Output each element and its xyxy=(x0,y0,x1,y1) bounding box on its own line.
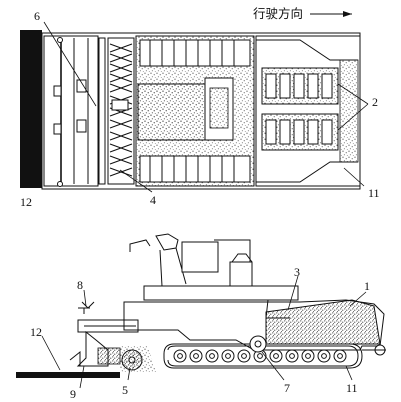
track-left-top xyxy=(139,39,251,67)
leader-9 xyxy=(79,365,85,389)
screed-arm xyxy=(77,319,139,333)
callout-2: 2 xyxy=(372,95,378,109)
screed-bracket-d xyxy=(53,123,62,135)
auger-material xyxy=(120,346,156,372)
callout-12-side: 12 xyxy=(30,325,42,339)
auger-area xyxy=(107,37,135,185)
callout-11-side: 11 xyxy=(346,381,358,395)
track-links-right xyxy=(149,156,235,182)
track-rollers xyxy=(173,349,347,363)
control-box-cap xyxy=(231,253,253,263)
track-right-top xyxy=(139,155,251,183)
screed-bracket-a xyxy=(76,79,87,93)
leader-4 xyxy=(119,169,153,193)
callout-11-top: 11 xyxy=(368,186,380,200)
paved-layer-top xyxy=(20,30,42,188)
screed-top xyxy=(43,35,99,187)
leader-8 xyxy=(83,289,87,307)
conveyor-slats-left xyxy=(265,73,333,99)
leader-5 xyxy=(127,367,131,381)
callout-12-top: 12 xyxy=(20,195,32,209)
leader-2a xyxy=(337,83,369,105)
direction-label: 行驶方向 xyxy=(253,6,303,21)
callout-6: 6 xyxy=(34,9,40,23)
track-side xyxy=(163,343,363,369)
callout-3: 3 xyxy=(294,265,300,279)
track-links-left xyxy=(149,40,235,66)
leader-2b xyxy=(337,103,369,131)
steering-wheel xyxy=(155,233,179,251)
callout-5: 5 xyxy=(122,383,128,397)
auger-gearbox xyxy=(111,99,129,111)
seat xyxy=(181,241,219,273)
crown-adjuster xyxy=(78,307,90,314)
callout-1: 1 xyxy=(364,279,370,293)
leader-12-side xyxy=(41,335,61,371)
screed-plate xyxy=(76,330,109,367)
travel-direction: 行驶方向 xyxy=(253,6,352,21)
engine-hood xyxy=(143,285,299,301)
steering-post xyxy=(129,239,151,252)
callout-7: 7 xyxy=(284,381,290,395)
hopper-material xyxy=(265,299,381,345)
leader-1 xyxy=(349,291,367,307)
hopper-wing-left xyxy=(256,39,358,61)
paved-layer-side xyxy=(16,372,120,378)
control-box xyxy=(229,261,253,287)
crown-adjuster-handle xyxy=(81,301,95,309)
track-inner xyxy=(167,345,359,367)
leader-7 xyxy=(261,351,285,381)
hopper-wing-right xyxy=(256,161,358,183)
hopper-front-edge xyxy=(265,299,290,319)
leader-11-side xyxy=(345,365,353,381)
screed-pin-a xyxy=(57,37,63,43)
distributor-frame xyxy=(98,37,106,185)
leader-6 xyxy=(43,21,97,107)
screed-material xyxy=(97,347,121,365)
leader-3 xyxy=(287,275,299,311)
callout-9: 9 xyxy=(70,387,76,401)
callout-8: 8 xyxy=(77,278,83,292)
console-frame xyxy=(159,247,187,287)
direction-arrow-head xyxy=(343,11,352,17)
engine-cover-panel xyxy=(209,87,229,129)
leader-11-top xyxy=(343,167,365,187)
screed-bracket-b xyxy=(76,119,87,133)
top-view: 6 2 4 11 12 xyxy=(20,9,380,209)
conveyor-slats-right xyxy=(265,119,333,145)
callout-4: 4 xyxy=(150,193,156,207)
push-roller-zone xyxy=(339,59,359,163)
screed-toe xyxy=(69,350,81,366)
screed-bracket-c xyxy=(53,85,62,97)
side-view: 8 3 1 12 9 5 7 11 xyxy=(16,233,386,401)
screed-pin-b xyxy=(57,181,63,187)
